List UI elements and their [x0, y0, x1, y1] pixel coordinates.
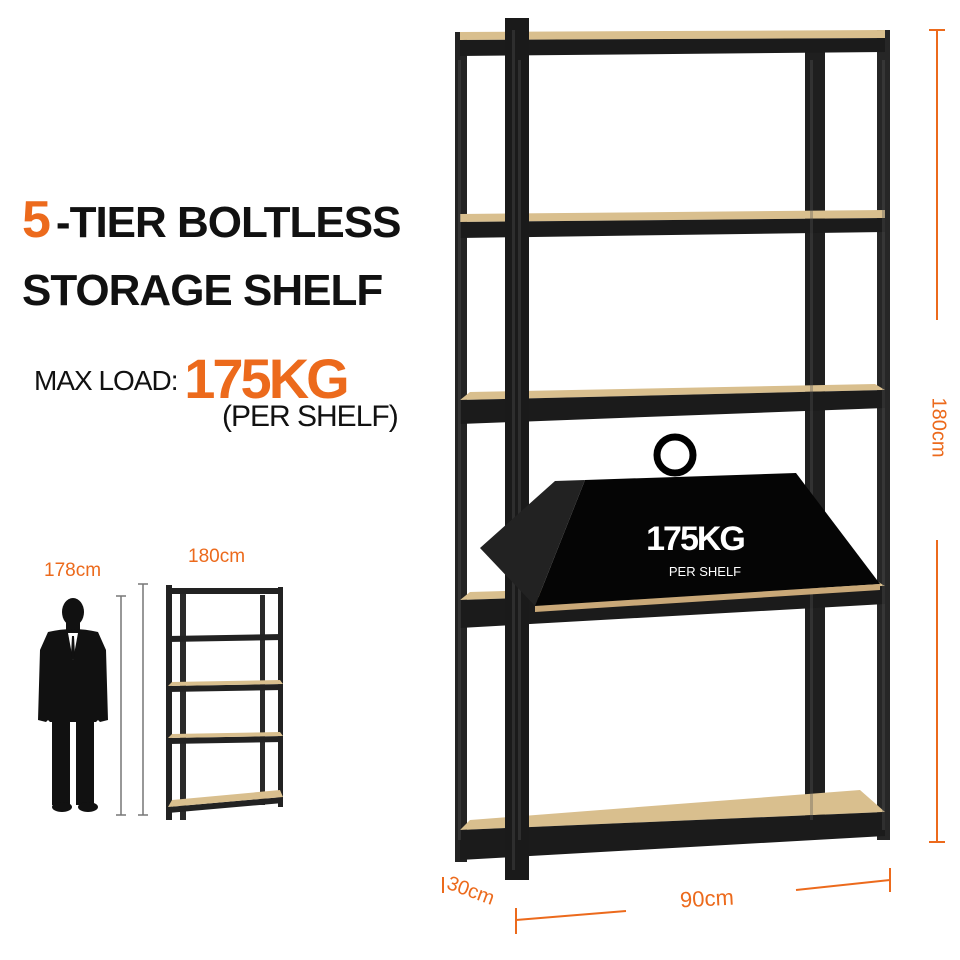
- small-shelf-illustration: [166, 585, 283, 820]
- width-dimension-label: 90cm: [679, 884, 735, 913]
- headline-line-1: 5-TIER BOLTLESS: [22, 190, 402, 250]
- large-shelf-illustration: [455, 18, 890, 880]
- weight-caption: PER SHELF: [668, 564, 742, 579]
- headline-line-1-text: -TIER BOLTLESS: [55, 198, 402, 247]
- tier-number: 5: [22, 191, 51, 249]
- small-shelf-height-label: 180cm: [188, 546, 246, 567]
- max-load-value: 175KG: [184, 347, 349, 410]
- per-shelf-note: (PER SHELF): [222, 400, 399, 433]
- max-load-label: MAX LOAD:: [34, 365, 178, 396]
- weight-value: 175KG: [646, 520, 746, 558]
- max-load-line: MAX LOAD: 175KG: [34, 338, 350, 410]
- dimension-lines: [442, 29, 945, 934]
- height-dimension-label: 180cm: [927, 397, 950, 458]
- person-silhouette-icon: [38, 598, 108, 812]
- person-height-label: 178cm: [44, 560, 102, 581]
- weight-illustration: [480, 433, 880, 612]
- headline-line-2: STORAGE SHELF: [22, 266, 383, 315]
- comparison-height-markers: [116, 583, 148, 816]
